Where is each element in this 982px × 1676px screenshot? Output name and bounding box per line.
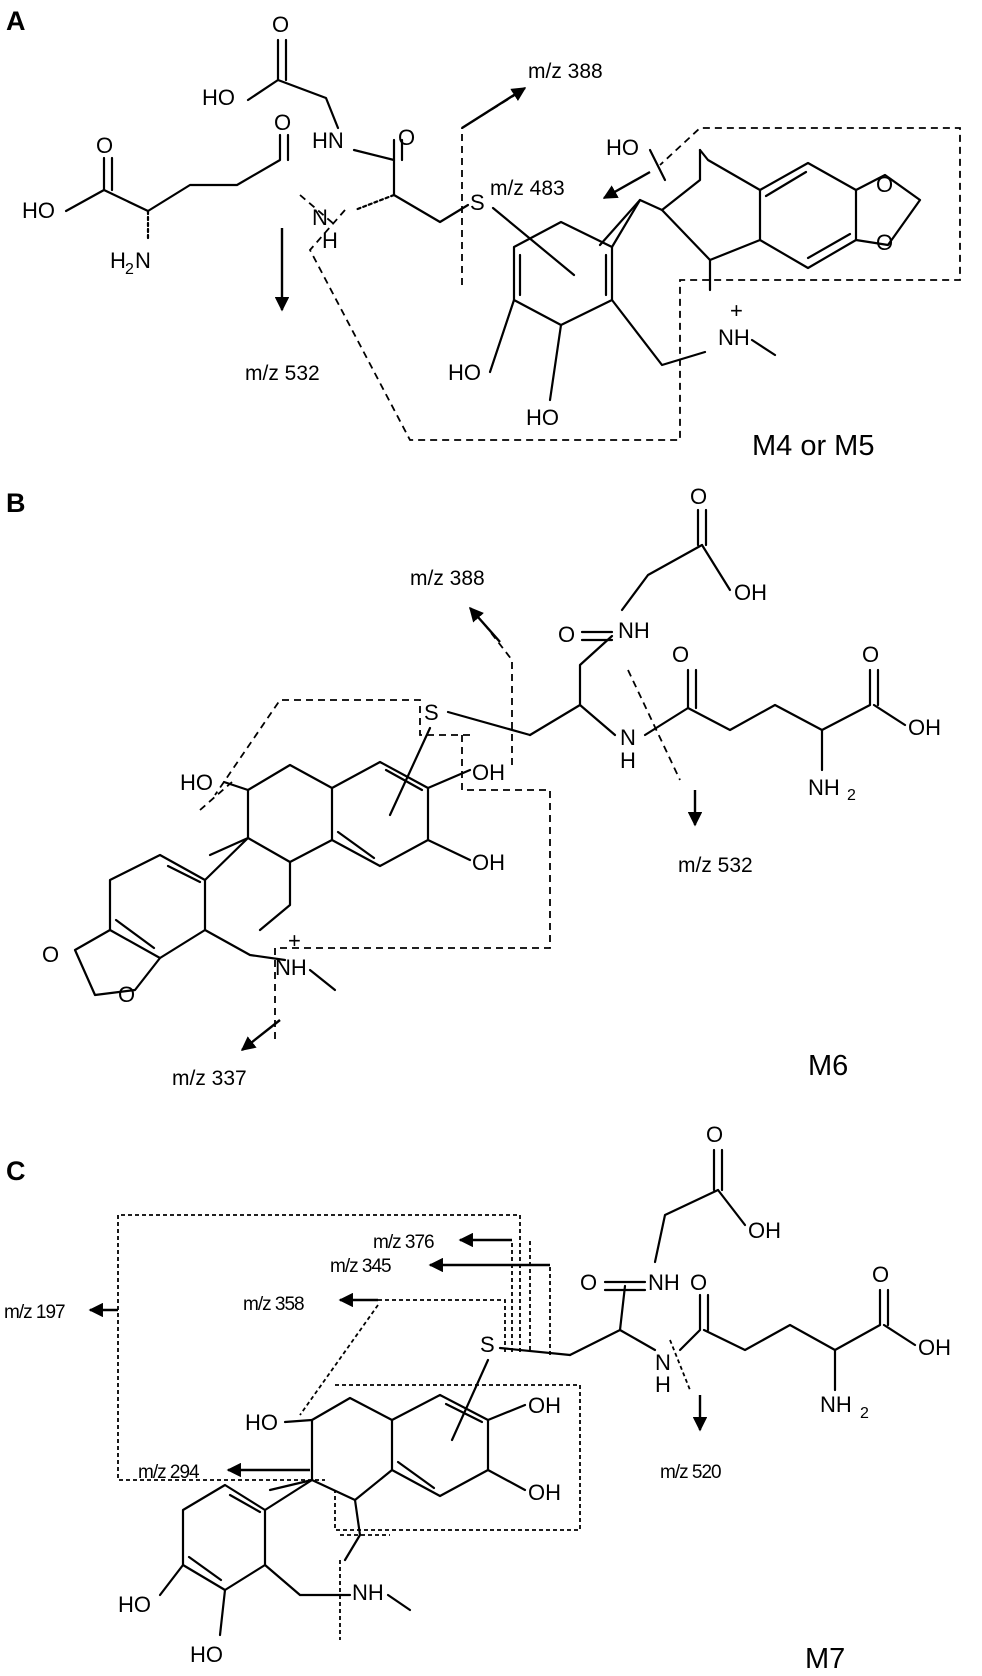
atom-n: N	[312, 205, 328, 230]
atom-o: O	[42, 942, 59, 967]
atom-o: O	[580, 1270, 597, 1295]
atom-ho: HO	[118, 1592, 151, 1617]
atom-ho: HO	[526, 405, 559, 430]
fragment-label: m/z 294	[138, 1462, 200, 1483]
panel-label-c: C	[6, 1156, 26, 1186]
atom-o: O	[862, 642, 879, 667]
atom-ho: HO	[180, 770, 213, 795]
atom-nh: NH	[718, 325, 750, 350]
atom-oh: OH	[472, 760, 505, 785]
atom-o: O	[672, 642, 689, 667]
fragment-label: m/z 358	[243, 1294, 304, 1315]
atom-n: N	[135, 248, 151, 273]
atom-s: S	[470, 190, 485, 215]
atom-o: O	[118, 982, 135, 1007]
atom-ho: HO	[22, 198, 55, 223]
panel-c: C O OH NH O N H O O OH NH 2 S	[4, 1122, 951, 1675]
atom-h: H	[620, 748, 636, 773]
atom-s: S	[424, 700, 439, 725]
atom-o: O	[872, 1262, 889, 1287]
panel-a: A HO O O H 2 N HO O HN O N	[6, 6, 961, 462]
atom-ho: HO	[202, 85, 235, 110]
atom-nh: NH	[352, 1580, 384, 1605]
fragment-label: m/z 376	[373, 1232, 434, 1253]
atom-oh: OH	[908, 715, 941, 740]
atom-o: O	[876, 172, 893, 197]
atom-n: N	[655, 1350, 671, 1375]
atom-o: O	[96, 133, 113, 158]
atom-ho: HO	[245, 1410, 278, 1435]
atom-oh: OH	[734, 580, 767, 605]
atom-o: O	[274, 110, 291, 135]
compound-name: M4 or M5	[752, 430, 874, 462]
atom-nh: NH	[618, 618, 650, 643]
atom-h: H	[110, 248, 126, 273]
atom-h: H	[322, 228, 338, 253]
atom-s: S	[480, 1332, 495, 1357]
atom-plus: +	[730, 298, 743, 323]
atom-oh: OH	[918, 1335, 951, 1360]
atom-h: H	[655, 1372, 671, 1397]
atom-oh: OH	[748, 1218, 781, 1243]
fragment-label: m/z 520	[660, 1462, 721, 1483]
atom-oh: OH	[528, 1480, 561, 1505]
panel-label-a: A	[6, 6, 26, 36]
atom-o: O	[706, 1122, 723, 1147]
atom-sub2: 2	[860, 1405, 869, 1422]
fragment-label: m/z 483	[490, 177, 565, 200]
panel-label-b: B	[6, 488, 26, 518]
structure-a: HO O O H 2 N HO O HN O N H S	[22, 12, 922, 430]
atom-nh: NH	[808, 775, 840, 800]
atom-ho: HO	[190, 1642, 223, 1667]
atom-ho: HO	[606, 135, 639, 160]
atom-n: N	[620, 725, 636, 750]
atom-nh: NH	[648, 1270, 680, 1295]
atom-sub2: 2	[125, 261, 134, 278]
compound-name: M6	[808, 1050, 848, 1082]
atom-o: O	[398, 125, 415, 150]
atom-nh: NH	[820, 1392, 852, 1417]
fragment-label: m/z 532	[678, 854, 753, 877]
atom-sub2: 2	[847, 787, 856, 804]
panel-b: B O OH NH O N H O O OH NH 2	[6, 484, 941, 1090]
atom-nh: NH	[275, 955, 307, 980]
atom-plus: +	[288, 928, 301, 953]
fragment-label: m/z 388	[528, 60, 603, 83]
fragment-label: m/z 532	[245, 362, 320, 385]
fragment-label: m/z 388	[410, 567, 485, 590]
atom-oh: OH	[472, 850, 505, 875]
compound-name: M7	[805, 1643, 845, 1675]
atom-o: O	[272, 12, 289, 37]
atom-o: O	[876, 230, 893, 255]
atom-ho: HO	[448, 360, 481, 385]
atom-o: O	[558, 622, 575, 647]
fragment-label: m/z 337	[172, 1067, 247, 1090]
atom-o: O	[690, 1270, 707, 1295]
atom-o: O	[690, 484, 707, 509]
fragment-label: m/z 197	[4, 1302, 65, 1323]
structure-b: O OH NH O N H O O OH NH 2 S	[42, 484, 941, 1007]
atom-oh: OH	[528, 1393, 561, 1418]
fragment-label: m/z 345	[330, 1256, 391, 1277]
atom-hn: HN	[312, 128, 344, 153]
structure-c: O OH NH O N H O O OH NH 2 S	[118, 1122, 951, 1667]
